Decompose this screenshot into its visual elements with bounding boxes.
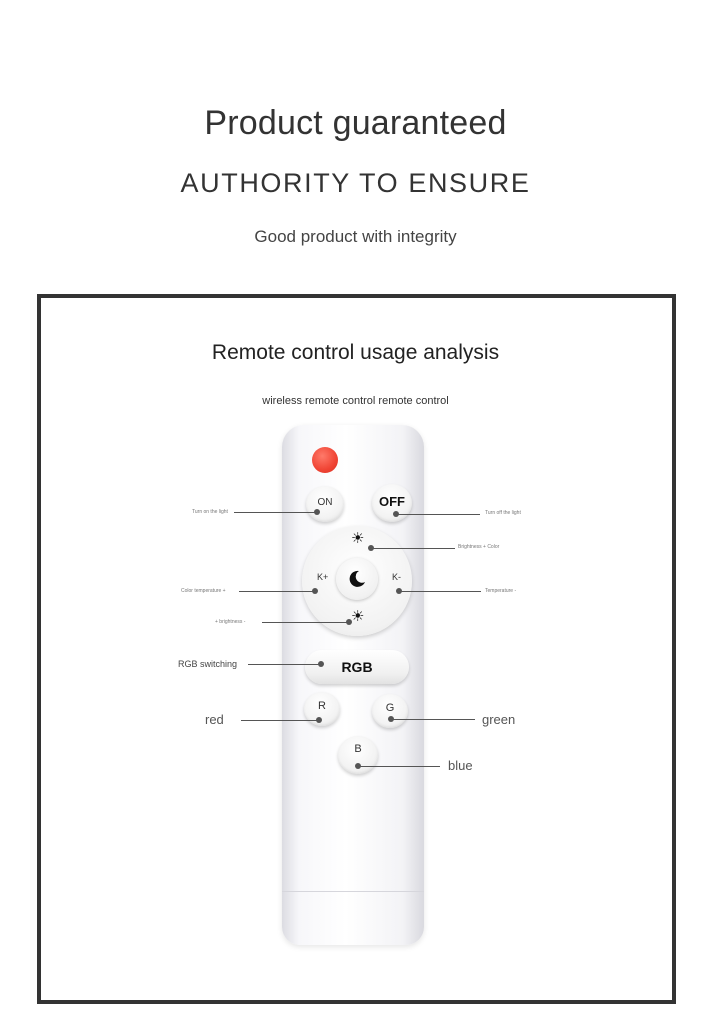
- off-button[interactable]: OFF: [372, 484, 412, 522]
- leader-line: [358, 766, 440, 767]
- callout-turn-on: Turn on the light: [192, 509, 228, 515]
- leader-line: [262, 622, 348, 623]
- section-subtitle: wireless remote control remote control: [262, 395, 449, 407]
- rgb-button[interactable]: RGB: [305, 650, 409, 684]
- callout-rgb-switching: RGB switching: [178, 659, 238, 669]
- sun-icon: ☀: [351, 530, 365, 547]
- leader-line: [399, 591, 481, 592]
- green-button[interactable]: G: [372, 694, 408, 728]
- battery-cover-seam: [282, 891, 424, 892]
- callout-dot: [314, 509, 320, 515]
- callout-dot: [346, 619, 352, 625]
- callout-green: green: [482, 712, 516, 727]
- blue-button-label: B: [354, 743, 362, 755]
- callout-temperature: Temperature -: [485, 588, 517, 594]
- leader-line: [239, 591, 315, 592]
- k-minus-label[interactable]: K-: [392, 572, 401, 582]
- callout-red: red: [205, 712, 224, 727]
- leader-line: [248, 664, 320, 665]
- on-button-label: ON: [317, 496, 333, 508]
- callout-dot: [318, 661, 324, 667]
- callout-turn-off: Turn off the light: [485, 510, 521, 516]
- page-tagline: Good product with integrity: [254, 227, 457, 246]
- led-indicator: [312, 447, 338, 473]
- callout-blue: blue: [448, 758, 473, 773]
- callout-brightness-color: Brightness + Color: [458, 544, 500, 550]
- leader-line: [391, 719, 475, 720]
- section-title: Remote control usage analysis: [211, 341, 500, 364]
- callout-brightness: + brightness -: [215, 619, 246, 625]
- k-plus-label[interactable]: K+: [317, 572, 329, 582]
- green-button-label: G: [385, 702, 395, 714]
- leader-line: [396, 514, 480, 515]
- moon-icon: [349, 570, 365, 587]
- callout-dot: [312, 588, 318, 594]
- leader-line: [234, 512, 317, 513]
- off-button-label: OFF: [379, 493, 405, 509]
- on-button[interactable]: ON: [306, 486, 344, 522]
- red-button-label: R: [318, 700, 326, 712]
- sun-icon: ☀: [351, 608, 365, 625]
- callout-color-temperature: Color temperature +: [181, 588, 226, 594]
- callout-dot: [316, 717, 322, 723]
- leader-line: [371, 548, 455, 549]
- leader-line: [241, 720, 318, 721]
- page-title: Product guaranteed: [204, 104, 507, 142]
- rgb-button-label: RGB: [341, 659, 373, 675]
- page-subtitle: AUTHORITY TO ENSURE: [180, 168, 531, 198]
- dial-center-button[interactable]: [336, 558, 378, 600]
